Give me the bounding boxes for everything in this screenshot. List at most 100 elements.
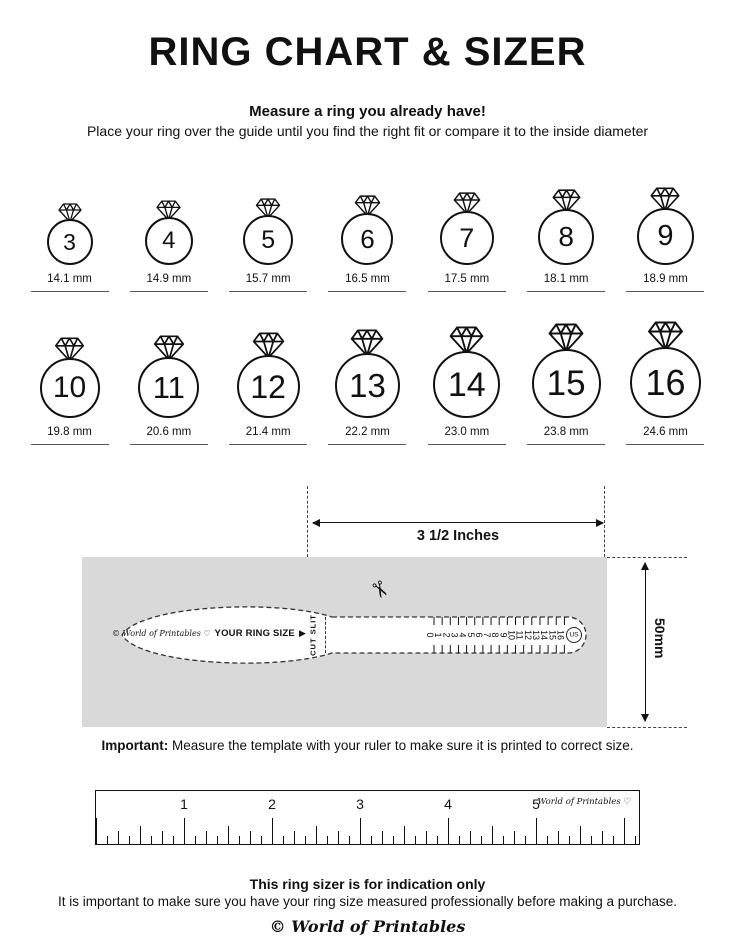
sizer-scale-number: 16 xyxy=(555,630,565,640)
ring-underline xyxy=(30,444,109,445)
diamond-icon xyxy=(548,323,584,353)
sizer-scale-number: 4 xyxy=(458,632,468,637)
page-subtitle: Measure a ring you already have! xyxy=(249,103,486,120)
ring-diameter-label: 14.9 mm xyxy=(146,273,192,285)
ring-icon: 13 xyxy=(334,300,400,418)
page-title: RING CHART & SIZER xyxy=(148,30,587,74)
footer-disclaimer-text: It is important to make sure you have yo… xyxy=(57,894,678,909)
ring-icon: 9 xyxy=(636,168,694,265)
sizer-outline xyxy=(121,606,587,664)
ring-icon: 10 xyxy=(39,300,100,418)
sizer-scale-number: 15 xyxy=(547,630,557,640)
diamond-icon xyxy=(453,192,481,215)
important-text: Measure the template with your ruler to … xyxy=(168,738,634,753)
diamond-icon xyxy=(552,189,581,213)
ring-icon: 15 xyxy=(531,300,601,418)
diamond-icon xyxy=(647,321,683,351)
diamond-icon xyxy=(153,335,184,361)
diamond-icon xyxy=(252,332,284,359)
ring-diameter-label: 21.4 mm xyxy=(245,426,291,438)
footer-disclaimer-bold: This ring sizer is for indication only xyxy=(249,876,486,892)
diamond-icon xyxy=(156,200,181,221)
sizer-scale-number: 2 xyxy=(441,632,451,637)
ring-size-number: 10 xyxy=(39,358,100,418)
cut-slit-label: CUT SLIT xyxy=(308,614,318,656)
sizer-scale-number: 13 xyxy=(531,630,541,640)
diamond-icon xyxy=(57,203,82,223)
ring-underline xyxy=(626,291,705,292)
ring-icon: 7 xyxy=(439,168,494,265)
us-badge-circle xyxy=(566,627,582,643)
ring-icon: 6 xyxy=(341,168,394,265)
ring-diameter-label: 15.7 mm xyxy=(245,273,291,285)
ring-underline xyxy=(527,291,606,292)
ring-size-number: 16 xyxy=(629,347,701,418)
important-note: Important: Measure the template with you… xyxy=(0,738,735,753)
ring-diameter-label: 23.0 mm xyxy=(444,426,490,438)
sizer-scale-number: 1 xyxy=(433,632,443,637)
ruler-number: 1 xyxy=(180,796,188,812)
diamond-icon xyxy=(255,198,281,219)
ring-size-number: 6 xyxy=(341,213,394,265)
ring-diameter-label: 18.1 mm xyxy=(543,273,589,285)
pointer-triangle-icon: ▶ xyxy=(298,628,306,638)
ring-icon: 14 xyxy=(433,300,501,418)
ring-diameter-label: 23.8 mm xyxy=(543,426,589,438)
sizer-handle-text: © World of Printables ♡ YOUR RING SIZE ▶ xyxy=(112,628,306,639)
ruler-number: 5 xyxy=(532,796,540,812)
ring-size-number: 9 xyxy=(636,208,694,265)
diamond-icon xyxy=(54,337,85,362)
sizer-scale-number: 8 xyxy=(490,632,500,637)
sizer-scale-number: 7 xyxy=(482,632,492,637)
ring-diameter-label: 20.6 mm xyxy=(146,426,192,438)
ring-item-size-11: 11 20.6 mm xyxy=(119,300,218,445)
cut-slit-line xyxy=(325,617,326,653)
sizer-scale-number: 9 xyxy=(498,632,508,637)
footer-logo: © World of Printables xyxy=(269,917,466,936)
ring-underline xyxy=(427,444,506,445)
ring-icon: 16 xyxy=(629,300,701,418)
ring-item-size-5: 5 15.7 mm xyxy=(219,168,318,292)
ring-size-number: 3 xyxy=(46,219,93,265)
arrow-left-icon xyxy=(312,519,320,527)
ring-size-number: 14 xyxy=(433,351,501,418)
ring-underline xyxy=(229,291,308,292)
height-dash-bottom xyxy=(607,727,687,728)
ring-size-number: 11 xyxy=(138,357,200,418)
sizer-scale-number: 14 xyxy=(539,630,549,640)
height-dimension-label: 50mm xyxy=(652,618,668,659)
ring-icon: 12 xyxy=(236,300,300,418)
sizer-scale-number: 5 xyxy=(466,632,476,637)
ruler-number: 2 xyxy=(268,796,276,812)
ring-item-size-3: 3 14.1 mm xyxy=(20,168,119,292)
sizer-scale-number: 3 xyxy=(449,632,459,637)
us-badge-label: US xyxy=(569,632,579,639)
ring-underline xyxy=(129,291,208,292)
ring-icon: 4 xyxy=(144,168,193,265)
ring-diameter-label: 24.6 mm xyxy=(643,426,688,438)
ring-size-number: 15 xyxy=(531,349,601,418)
ring-icon: 11 xyxy=(138,300,200,418)
sizer-scale-number: 0 xyxy=(425,632,435,637)
width-dimension-arrow xyxy=(312,519,604,527)
height-dimension-arrow xyxy=(641,562,650,722)
ring-diameter-label: 14.1 mm xyxy=(47,273,92,285)
sizer-scale-number: 11 xyxy=(515,630,525,639)
page-description: Place your ring over the guide until you… xyxy=(86,123,649,139)
ring-icon: 5 xyxy=(243,168,294,265)
ring-item-size-16: 16 24.6 mm xyxy=(616,300,715,445)
ring-size-number: 13 xyxy=(334,353,400,418)
ring-underline xyxy=(328,291,407,292)
ring-item-size-14: 14 23.0 mm xyxy=(417,300,516,445)
dimension-dash-right xyxy=(604,486,605,557)
